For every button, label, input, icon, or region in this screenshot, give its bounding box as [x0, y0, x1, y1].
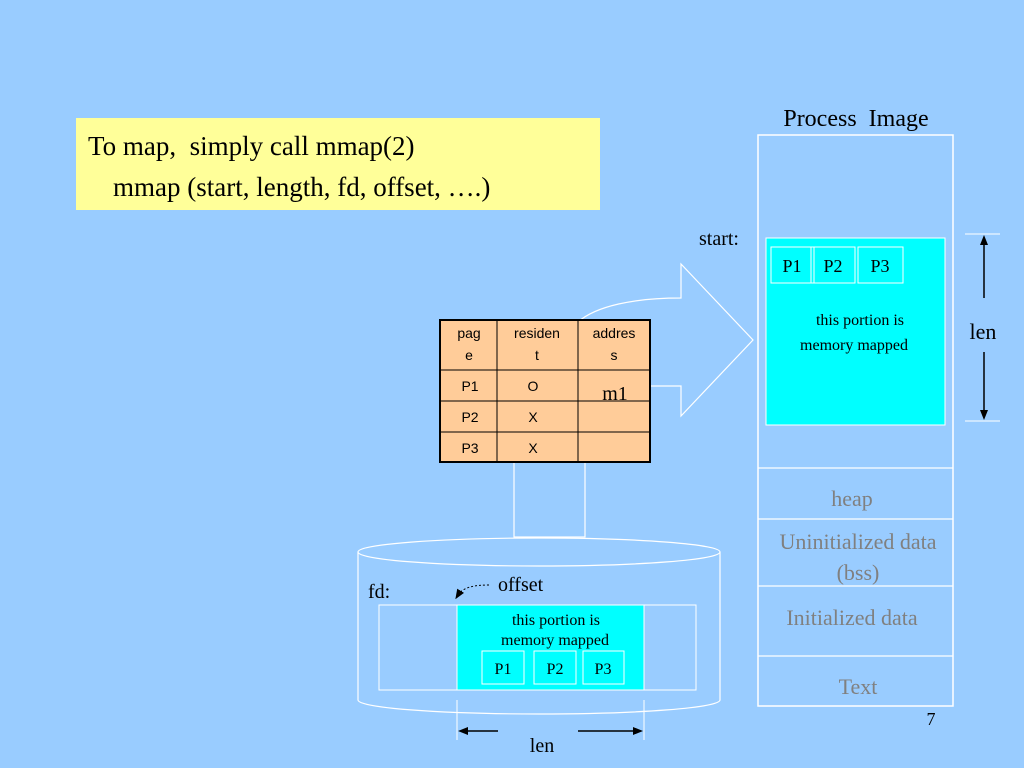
file-mapped-text-2: memory mapped — [501, 632, 609, 649]
mmap-callout: To map, simply call mmap(2) mmap (start,… — [76, 118, 600, 210]
file-len-label: len — [530, 735, 554, 757]
file-page-p1: P1 — [481, 650, 525, 685]
callout-box — [76, 118, 600, 210]
process-len-label: len — [970, 319, 997, 344]
process-page-p2-box — [810, 246, 856, 284]
segment-bss-line-1: Uninitialized data — [780, 529, 937, 554]
file-page-p3-label: P3 — [595, 661, 612, 678]
fd-label: fd: — [368, 581, 390, 603]
file-mapped-text-1: this portion is — [512, 612, 600, 629]
process-mapped-text-1: this portion is — [816, 312, 904, 329]
file-page-p1-label: P1 — [495, 661, 512, 678]
file-page-p2-box — [533, 650, 577, 685]
process-image-box — [757, 134, 954, 707]
process-page-p3-label: P3 — [870, 256, 889, 276]
process-image: Process Image start: P1 P2 P3 this porti… — [699, 106, 1000, 707]
offset-label: offset — [498, 574, 544, 596]
file-page-p3-box — [582, 650, 625, 685]
m1-label: m1 — [602, 383, 628, 405]
process-page-p2: P2 — [810, 246, 856, 284]
segment-bss-line-2: (bss) — [837, 560, 880, 585]
page-number: 7 — [927, 709, 936, 729]
header-resident-line-2: t — [535, 347, 539, 363]
table-row-p1-page: P1 — [461, 378, 478, 394]
file-mapped-region — [456, 604, 645, 691]
table-row-p1-resident: O — [528, 378, 539, 394]
start-label: start: — [699, 228, 739, 250]
table-row-p3-page: P3 — [461, 440, 478, 456]
process-page-p1: P1 — [770, 246, 815, 284]
process-page-p1-label: P1 — [782, 256, 801, 276]
process-page-p3: P3 — [857, 246, 904, 284]
table-disk-connector — [513, 461, 586, 538]
process-page-p1-box — [770, 246, 815, 284]
header-page-line-2: e — [465, 347, 473, 363]
callout-line-2: mmap (start, length, fd, offset, ….) — [113, 172, 490, 202]
header-page-line-1: pag — [457, 325, 480, 341]
process-page-p3-box — [857, 246, 904, 284]
table-row-p2-page: P2 — [461, 409, 478, 425]
cylinder-top — [357, 537, 721, 567]
header-address-line-1: addres — [593, 325, 636, 341]
file-page-p1-box — [481, 650, 525, 685]
page-table-frame — [439, 319, 651, 463]
process-image-title: Process Image — [783, 106, 928, 132]
page-table: pag e residen t addres s P1 O P2 X P3 X — [439, 319, 651, 463]
segment-initialized-data: Initialized data — [786, 605, 918, 630]
table-row-p2-resident: X — [528, 409, 538, 425]
segment-heap: heap — [831, 486, 873, 511]
file-page-p2: P2 — [533, 650, 577, 685]
file-page-p3: P3 — [582, 650, 625, 685]
header-address-line-2: s — [611, 347, 618, 363]
process-mapped-text-2: memory mapped — [800, 337, 908, 354]
table-row-p3-resident: X — [528, 440, 538, 456]
file-cylinder: fd: this portion is memory mapped P1 P2 … — [357, 537, 721, 757]
process-len-indicator: len — [965, 233, 1000, 422]
process-page-p2-label: P2 — [823, 256, 842, 276]
header-resident-line-1: residen — [514, 325, 560, 341]
segment-text: Text — [839, 674, 878, 699]
callout-line-1: To map, simply call mmap(2) — [88, 131, 415, 161]
file-page-p2-label: P2 — [547, 661, 564, 678]
